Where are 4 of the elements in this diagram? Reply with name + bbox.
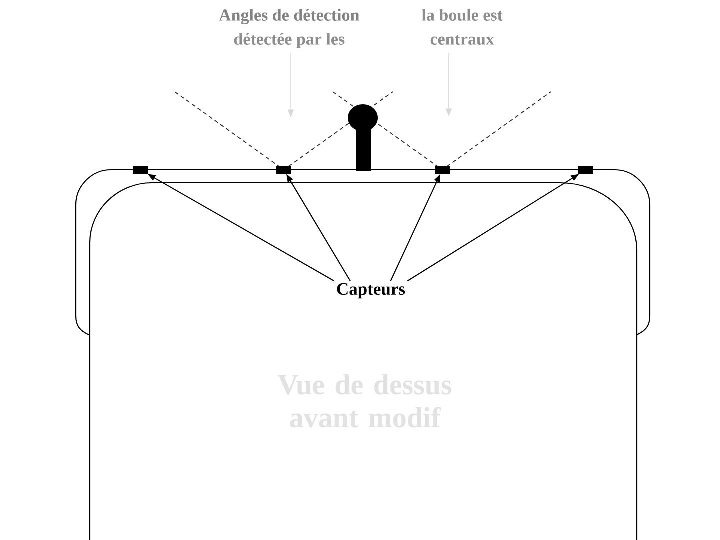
note-text: Angles de détection la boule est détectée par les centraux — [219, 9, 503, 48]
sensor-block — [133, 166, 148, 174]
sensor-label: Capteurs — [337, 283, 406, 299]
sensor-block — [578, 166, 594, 174]
